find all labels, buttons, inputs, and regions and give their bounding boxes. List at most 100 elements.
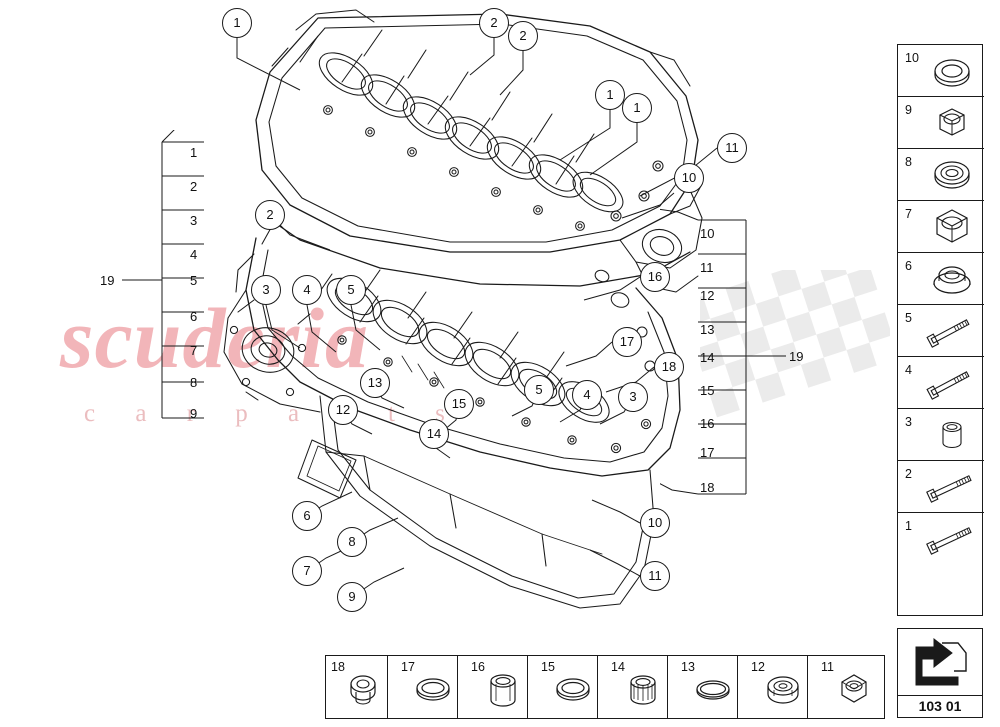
left-bracket-group-label: 19 [100,273,115,288]
callout-16[interactable]: 16 [640,262,670,292]
diagram-code: 103 01 [898,695,982,717]
callout-7[interactable]: 7 [292,556,322,586]
callout-15[interactable]: 15 [444,389,474,419]
callout-8[interactable]: 8 [337,527,367,557]
left-bracket-item-9[interactable]: 9 [190,406,198,421]
sealing-washer-icon [934,161,970,189]
callout-2[interactable]: 2 [508,21,538,51]
left-bracket-item-5[interactable]: 5 [190,273,198,288]
callout-4[interactable]: 4 [292,275,322,305]
part-cell-1[interactable]: 1 [898,513,984,565]
left-bracket-item-3[interactable]: 3 [190,213,198,228]
part-cell-8[interactable]: 8 [898,149,984,201]
part-cell-3[interactable]: 3 [898,409,984,461]
washer-ring-icon [934,59,970,87]
hex-nut-icon [939,108,965,136]
ribbed-bushing-icon [630,675,656,705]
parts-legend-column: 10 9 8 7 [897,44,984,616]
part-cell-11[interactable]: 11 [816,656,878,718]
right-bracket-item-14[interactable]: 14 [700,350,715,365]
right-bracket-item-15[interactable]: 15 [700,383,715,398]
left-bracket-item-6[interactable]: 6 [190,309,198,324]
hex-nut-large-icon [936,209,968,243]
callout-6[interactable]: 6 [292,501,322,531]
callout-18[interactable]: 18 [654,352,684,382]
right-bracket-item-18[interactable]: 18 [700,480,715,495]
left-bracket-item-2[interactable]: 2 [190,179,198,194]
part-cell-5[interactable]: 5 [898,305,984,357]
long-bolt-icon [926,475,972,503]
callout-2[interactable]: 2 [255,200,285,230]
right-bracket-item-10[interactable]: 10 [700,226,715,241]
callout-10[interactable]: 10 [674,163,704,193]
part-cell-15[interactable]: 15 [536,656,598,718]
hex-plug-icon [841,674,867,703]
part-number-6: 6 [905,259,912,273]
part-number-4: 4 [905,363,912,377]
part-cell-16[interactable]: 16 [466,656,528,718]
flanged-nut-icon [933,266,971,294]
left-bracket-item-7[interactable]: 7 [190,343,198,358]
engine-block-illustration [150,0,890,650]
callout-2[interactable]: 2 [479,8,509,38]
callout-11[interactable]: 11 [717,133,747,163]
part-number-18: 18 [331,660,345,674]
part-number-7: 7 [905,207,912,221]
callout-4[interactable]: 4 [572,380,602,410]
right-bracket-item-17[interactable]: 17 [700,445,715,460]
part-cell-9[interactable]: 9 [898,97,984,149]
callout-5[interactable]: 5 [336,275,366,305]
o-ring-icon [416,678,450,701]
right-bracket-item-12[interactable]: 12 [700,288,715,303]
callout-5[interactable]: 5 [524,375,554,405]
callout-17[interactable]: 17 [612,327,642,357]
part-cell-14[interactable]: 14 [606,656,668,718]
callout-11[interactable]: 11 [640,561,670,591]
part-cell-6[interactable]: 6 [898,253,984,305]
callout-3[interactable]: 3 [251,275,281,305]
callout-3[interactable]: 3 [618,382,648,412]
part-cell-10[interactable]: 10 [898,45,984,97]
long-bolt-icon [926,319,970,348]
right-bracket-item-11[interactable]: 11 [700,260,714,275]
long-bolt-icon [926,527,972,555]
right-bracket-item-16[interactable]: 16 [700,416,715,431]
part-number-8: 8 [905,155,912,169]
part-cell-2[interactable]: 2 [898,461,984,513]
callout-14[interactable]: 14 [419,419,449,449]
part-number-2: 2 [905,467,912,481]
parts-legend-row: 18 17 16 [325,655,885,719]
callout-10[interactable]: 10 [640,508,670,538]
part-cell-17[interactable]: 17 [396,656,458,718]
callout-1[interactable]: 1 [595,80,625,110]
dowel-sleeve-icon [942,421,962,449]
callout-1[interactable]: 1 [622,93,652,123]
thin-o-ring-icon [696,680,730,700]
part-number-14: 14 [611,660,625,674]
callout-13[interactable]: 13 [360,368,390,398]
arrow-block-icon [915,637,967,686]
left-bracket-item-4[interactable]: 4 [190,247,198,262]
left-bracket-item-1[interactable]: 1 [190,145,198,160]
long-bolt-icon [926,371,970,400]
callout-12[interactable]: 12 [328,395,358,425]
part-cell-18[interactable]: 18 [326,656,388,718]
cap-screw-head-icon [350,675,376,705]
part-number-11: 11 [821,660,834,674]
callout-9[interactable]: 9 [337,582,367,612]
callout-1[interactable]: 1 [222,8,252,38]
part-cell-12[interactable]: 12 [746,656,808,718]
part-number-10: 10 [905,51,919,65]
part-number-5: 5 [905,311,912,325]
right-bracket [660,208,786,495]
part-number-15: 15 [541,660,555,674]
o-ring-icon [556,678,590,701]
left-bracket-item-8[interactable]: 8 [190,375,198,390]
part-number-9: 9 [905,103,912,117]
right-bracket-item-13[interactable]: 13 [700,322,715,337]
part-cell-4[interactable]: 4 [898,357,984,409]
left-bracket [122,130,204,419]
part-cell-7[interactable]: 7 [898,201,984,253]
part-cell-13[interactable]: 13 [676,656,738,718]
